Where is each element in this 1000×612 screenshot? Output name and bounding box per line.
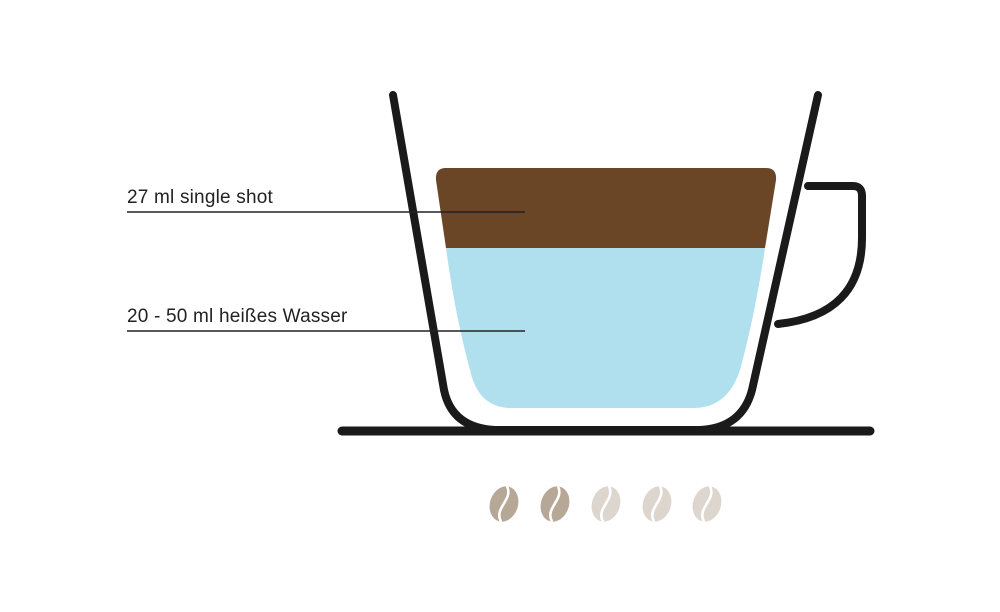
coffee-bean-icon bbox=[540, 485, 570, 523]
water-label: 20 - 50 ml heißes Wasser bbox=[127, 306, 348, 327]
cup-handle bbox=[774, 182, 866, 328]
espresso-label: 27 ml single shot bbox=[127, 187, 273, 208]
coffee-bean-icon bbox=[642, 485, 672, 523]
espresso-layer bbox=[435, 168, 777, 248]
coffee-bean-icon bbox=[591, 485, 621, 523]
coffee-bean-icon bbox=[692, 485, 722, 523]
strength-rating bbox=[489, 485, 722, 523]
coffee-bean-icon bbox=[489, 485, 519, 523]
water-layer bbox=[446, 248, 765, 408]
